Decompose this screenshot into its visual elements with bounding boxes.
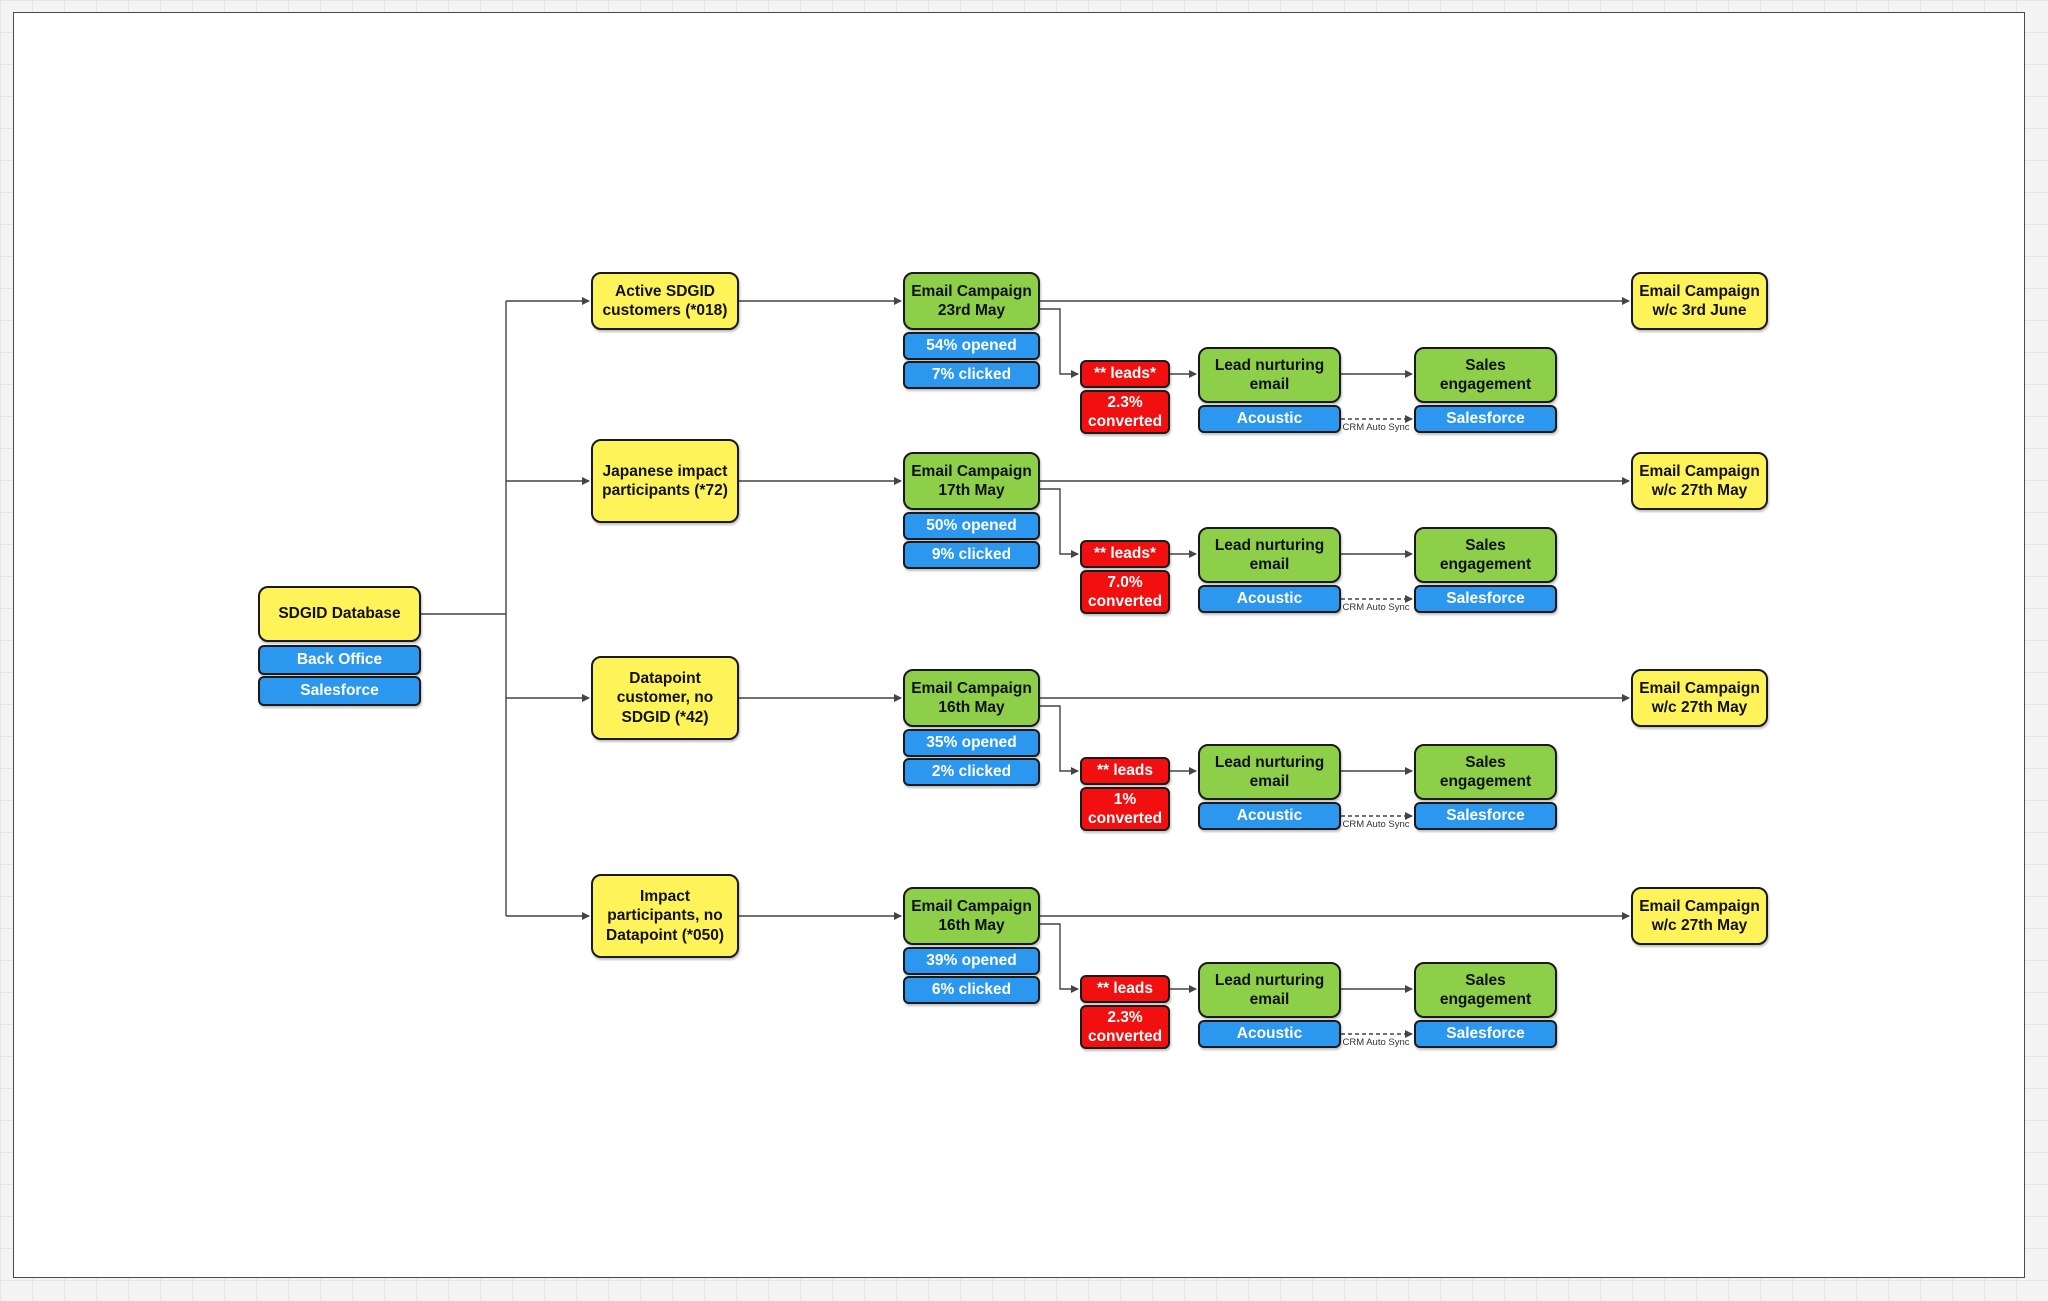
- campaign-to-leads-arrow: [1040, 488, 1079, 558]
- acoustic-tag[interactable]: Acoustic: [1198, 1020, 1341, 1048]
- campaign-to-leads-arrow: [1040, 923, 1079, 993]
- opened-metric[interactable]: 39% opened: [903, 947, 1040, 975]
- clicked-metric[interactable]: 9% clicked: [903, 541, 1040, 569]
- followup-campaign-node[interactable]: Email Campaign w/c 27th May: [1631, 887, 1768, 945]
- salesforce-tag[interactable]: Salesforce: [1414, 585, 1557, 613]
- leads-node[interactable]: ** leads: [1080, 975, 1170, 1003]
- acoustic-tag[interactable]: Acoustic: [1198, 405, 1341, 433]
- segment-node[interactable]: Active SDGID customers (*018): [591, 272, 739, 330]
- lead-nurturing-node[interactable]: Lead nurturing email: [1198, 962, 1341, 1018]
- crm-sync-label: CRM Auto Sync: [1342, 1037, 1410, 1048]
- clicked-metric[interactable]: 2% clicked: [903, 758, 1040, 786]
- email-campaign-node[interactable]: Email Campaign 16th May: [903, 887, 1040, 945]
- sales-engagement-node[interactable]: Sales engagement: [1414, 962, 1557, 1018]
- converted-metric[interactable]: 2.3% converted: [1080, 390, 1170, 434]
- campaign-to-leads-arrow: [1040, 308, 1079, 378]
- campaign-to-leads-arrow: [1040, 705, 1079, 775]
- crm-sync-label: CRM Auto Sync: [1342, 422, 1410, 433]
- sales-engagement-node[interactable]: Sales engagement: [1414, 527, 1557, 583]
- segment-node[interactable]: Impact participants, no Datapoint (*050): [591, 874, 739, 958]
- clicked-metric[interactable]: 6% clicked: [903, 976, 1040, 1004]
- opened-metric[interactable]: 35% opened: [903, 729, 1040, 757]
- email-campaign-node[interactable]: Email Campaign 16th May: [903, 669, 1040, 727]
- followup-campaign-node[interactable]: Email Campaign w/c 27th May: [1631, 452, 1768, 510]
- sdgid-database-node[interactable]: SDGID Database: [258, 586, 421, 642]
- email-campaign-node[interactable]: Email Campaign 17th May: [903, 452, 1040, 510]
- opened-metric[interactable]: 54% opened: [903, 332, 1040, 360]
- segment-node[interactable]: Datapoint customer, no SDGID (*42): [591, 656, 739, 740]
- leads-node[interactable]: ** leads: [1080, 757, 1170, 785]
- crm-sync-label: CRM Auto Sync: [1342, 602, 1410, 613]
- sales-engagement-node[interactable]: Sales engagement: [1414, 347, 1557, 403]
- back-office-tag[interactable]: Back Office: [258, 645, 421, 675]
- lead-nurturing-node[interactable]: Lead nurturing email: [1198, 744, 1341, 800]
- email-campaign-node[interactable]: Email Campaign 23rd May: [903, 272, 1040, 330]
- lead-nurturing-node[interactable]: Lead nurturing email: [1198, 347, 1341, 403]
- segment-node[interactable]: Japanese impact participants (*72): [591, 439, 739, 523]
- lead-nurturing-node[interactable]: Lead nurturing email: [1198, 527, 1341, 583]
- salesforce-source-tag[interactable]: Salesforce: [258, 676, 421, 706]
- leads-node[interactable]: ** leads*: [1080, 360, 1170, 388]
- leads-node[interactable]: ** leads*: [1080, 540, 1170, 568]
- sales-engagement-node[interactable]: Sales engagement: [1414, 744, 1557, 800]
- salesforce-tag[interactable]: Salesforce: [1414, 802, 1557, 830]
- salesforce-tag[interactable]: Salesforce: [1414, 1020, 1557, 1048]
- converted-metric[interactable]: 2.3% converted: [1080, 1005, 1170, 1049]
- acoustic-tag[interactable]: Acoustic: [1198, 802, 1341, 830]
- followup-campaign-node[interactable]: Email Campaign w/c 27th May: [1631, 669, 1768, 727]
- acoustic-tag[interactable]: Acoustic: [1198, 585, 1341, 613]
- clicked-metric[interactable]: 7% clicked: [903, 361, 1040, 389]
- opened-metric[interactable]: 50% opened: [903, 512, 1040, 540]
- salesforce-tag[interactable]: Salesforce: [1414, 405, 1557, 433]
- crm-sync-label: CRM Auto Sync: [1342, 819, 1410, 830]
- followup-campaign-node[interactable]: Email Campaign w/c 3rd June: [1631, 272, 1768, 330]
- converted-metric[interactable]: 7.0% converted: [1080, 570, 1170, 614]
- converted-metric[interactable]: 1% converted: [1080, 787, 1170, 831]
